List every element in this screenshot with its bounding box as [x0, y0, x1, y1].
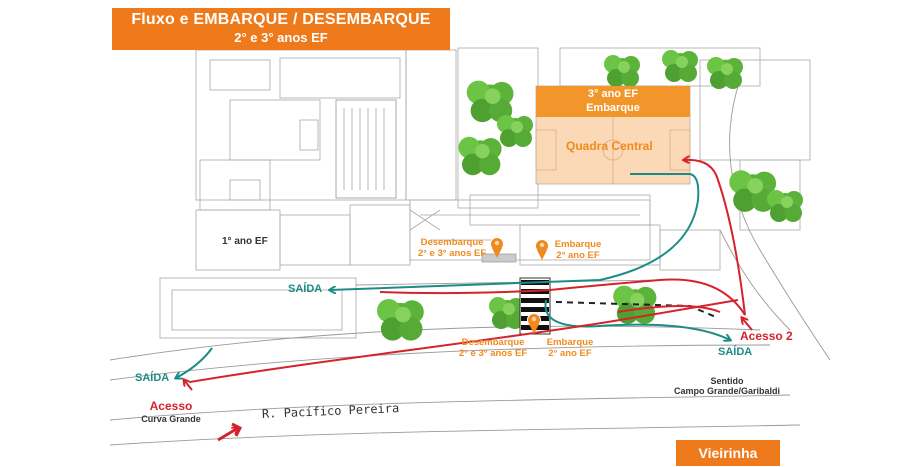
upper-embarque-line2: 2° ano EF — [556, 249, 600, 261]
pin-lower — [527, 313, 541, 334]
access-left-line2: Curva Grande — [141, 413, 201, 424]
title-sub: 2° e 3° anos EF — [234, 30, 328, 45]
pin-embarque-upper — [535, 239, 549, 260]
upper-desembarque-label: Desembarque 2° e 3° anos EF — [408, 237, 496, 260]
direction-line2: Campo Grande/Garibaldi — [673, 386, 781, 397]
building-outlines — [159, 47, 811, 339]
court-label: Quadra Central — [566, 139, 653, 153]
access-left-label: Acesso Curva Grande — [136, 399, 206, 424]
court-header-line1: 3° ano EF — [587, 88, 639, 100]
upper-embarque-label: Embarque 2° ano EF — [551, 239, 605, 262]
lower-embarque-label: Embarque 2° ano EF — [543, 337, 597, 360]
exit-middle-label: SAÍDA — [288, 283, 323, 295]
lower-embarque-line2: 2° ano EF — [548, 347, 592, 359]
access-left-arrow — [184, 380, 193, 391]
upper-desembarque-line1: Desembarque — [420, 237, 484, 248]
exit-route-lower — [544, 299, 730, 340]
court-header: 3° ano EF Embarque — [536, 86, 690, 117]
building-label: 1° ano EF — [222, 236, 268, 247]
title-main: Fluxo e EMBARQUE / DESEMBARQUE — [131, 11, 431, 28]
access-left-line1: Acesso — [149, 399, 193, 413]
lower-embarque-line1: Embarque — [546, 337, 594, 348]
upper-embarque-line1: Embarque — [554, 239, 602, 250]
direction-line1: Sentido — [710, 376, 744, 386]
exit-route-court — [330, 173, 700, 290]
upper-desembarque-line2: 2° e 3° anos EF — [417, 247, 487, 259]
map-title: Fluxo e EMBARQUE / DESEMBARQUE 2° e 3° a… — [112, 8, 450, 50]
direction-label: Sentido Campo Grande/Garibaldi — [668, 376, 786, 397]
exit-routes — [176, 173, 730, 378]
exit-left-label: SAÍDA — [135, 372, 170, 384]
red-arrow-decor — [217, 428, 238, 442]
court-header-line2: Embarque — [586, 102, 640, 114]
pin-desembarque-upper — [490, 237, 504, 258]
neighborhood-label: Vieirinha — [676, 440, 780, 466]
access2-label: Acesso 2 — [740, 329, 793, 343]
exit-route-left — [176, 347, 213, 378]
lower-desembarque-label: Desembarque 2° e 3° anos EF — [453, 337, 533, 360]
entry-routes — [184, 160, 753, 391]
access2-arrow — [742, 318, 753, 331]
lower-desembarque-line2: 2° e 3° anos EF — [458, 347, 528, 359]
lower-desembarque-line1: Desembarque — [461, 337, 525, 348]
entry-route-upper — [549, 160, 746, 316]
exit-right-label: SAÍDA — [718, 346, 753, 358]
